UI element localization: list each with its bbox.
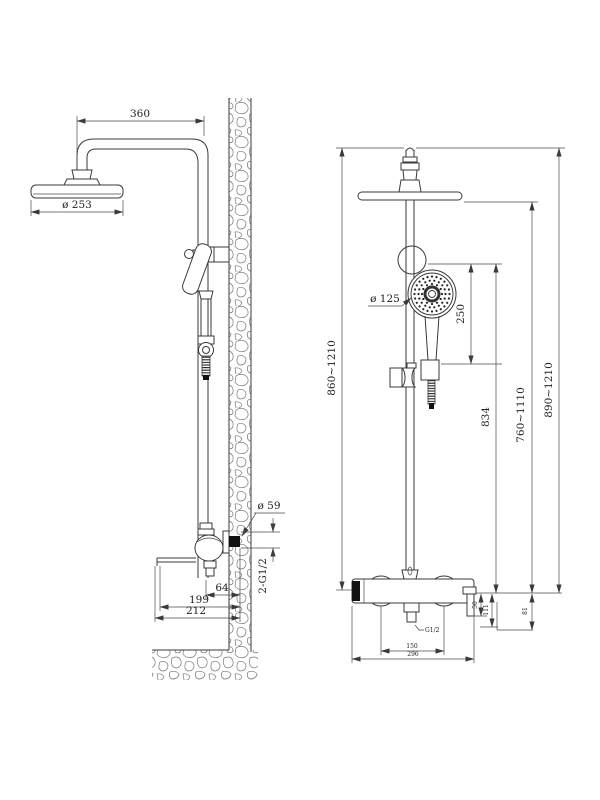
dim-arm-length-label: 360 xyxy=(130,108,150,120)
slide-bar-bracket xyxy=(389,362,417,388)
dim-hand-shower-diameter: ø 125 xyxy=(368,293,412,307)
dim-overall-right: 890~1210 xyxy=(416,147,565,594)
dim-overall-right-label: 890~1210 xyxy=(543,362,555,418)
hose-front xyxy=(427,379,436,409)
dim-hand-shower-length-label: 250 xyxy=(455,304,467,324)
right-view: ø 125 860~1210 250 834 760~1110 xyxy=(326,147,565,663)
left-view: 360 ø 253 xyxy=(30,98,285,680)
dim-inlet-thread-label: 2-G1/2 xyxy=(257,558,269,594)
dim-inlet-centers-label: 150 xyxy=(406,643,418,650)
dim-valve-small: 50 111 81 G1/2 xyxy=(414,592,562,634)
dim-wall-to-front-label: 212 xyxy=(186,605,206,617)
dim-handle-offset-label: 81 xyxy=(522,607,529,615)
valve-end-cap xyxy=(352,581,360,601)
overhead-shower-side xyxy=(30,169,124,199)
dim-hand-shower-diameter-label: ø 125 xyxy=(370,293,400,305)
hand-shower-front xyxy=(407,269,457,409)
dim-head-diameter-label: ø 253 xyxy=(62,199,92,211)
dim-outlet-drop-label: 111 xyxy=(483,604,490,615)
wall-plate xyxy=(222,530,230,554)
dim-head-height: 760~1110 xyxy=(464,201,538,594)
dim-valve-width: 150 296 xyxy=(351,606,475,663)
floor-hatch xyxy=(152,649,258,680)
dim-depths: 64 199 212 xyxy=(154,548,241,622)
wall-inlet xyxy=(229,536,240,547)
overhead-shower-front xyxy=(357,179,463,201)
dim-outlet-thread-label: G1/2 xyxy=(425,627,440,634)
dim-handle-drop-label: 50 xyxy=(472,601,479,609)
dim-wall-to-spout-label: 199 xyxy=(189,594,209,606)
dim-overall-left: 860~1210 xyxy=(326,147,404,591)
dim-valve-length-label: 296 xyxy=(407,651,419,658)
dim-inlet-thread: 2-G1/2 xyxy=(241,518,280,594)
hose-side xyxy=(201,355,211,380)
mixer-valve-side xyxy=(156,522,240,577)
dim-arm-length: 360 xyxy=(76,108,205,166)
spray-dots xyxy=(413,275,451,313)
shower-arm xyxy=(76,138,209,578)
hand-shower-handle-end xyxy=(420,359,440,381)
dim-head-height-label: 760~1110 xyxy=(515,387,527,443)
hand-shower-side xyxy=(182,243,215,380)
dim-slide-bar: 834 xyxy=(480,263,499,594)
shower-outlet xyxy=(403,602,420,613)
dim-hand-shower-length: 250 xyxy=(428,263,502,365)
mixer-valve-front xyxy=(351,566,477,623)
dim-head-diameter: ø 253 xyxy=(30,199,124,216)
dim-wall-to-outlet-label: 64 xyxy=(215,582,229,594)
wall-hatch xyxy=(228,98,252,652)
dim-inlet-cover-label: ø 59 xyxy=(257,500,280,512)
dim-slide-bar-label: 834 xyxy=(480,407,492,427)
dim-overall-left-label: 860~1210 xyxy=(326,340,338,396)
slider-ring xyxy=(397,245,427,275)
